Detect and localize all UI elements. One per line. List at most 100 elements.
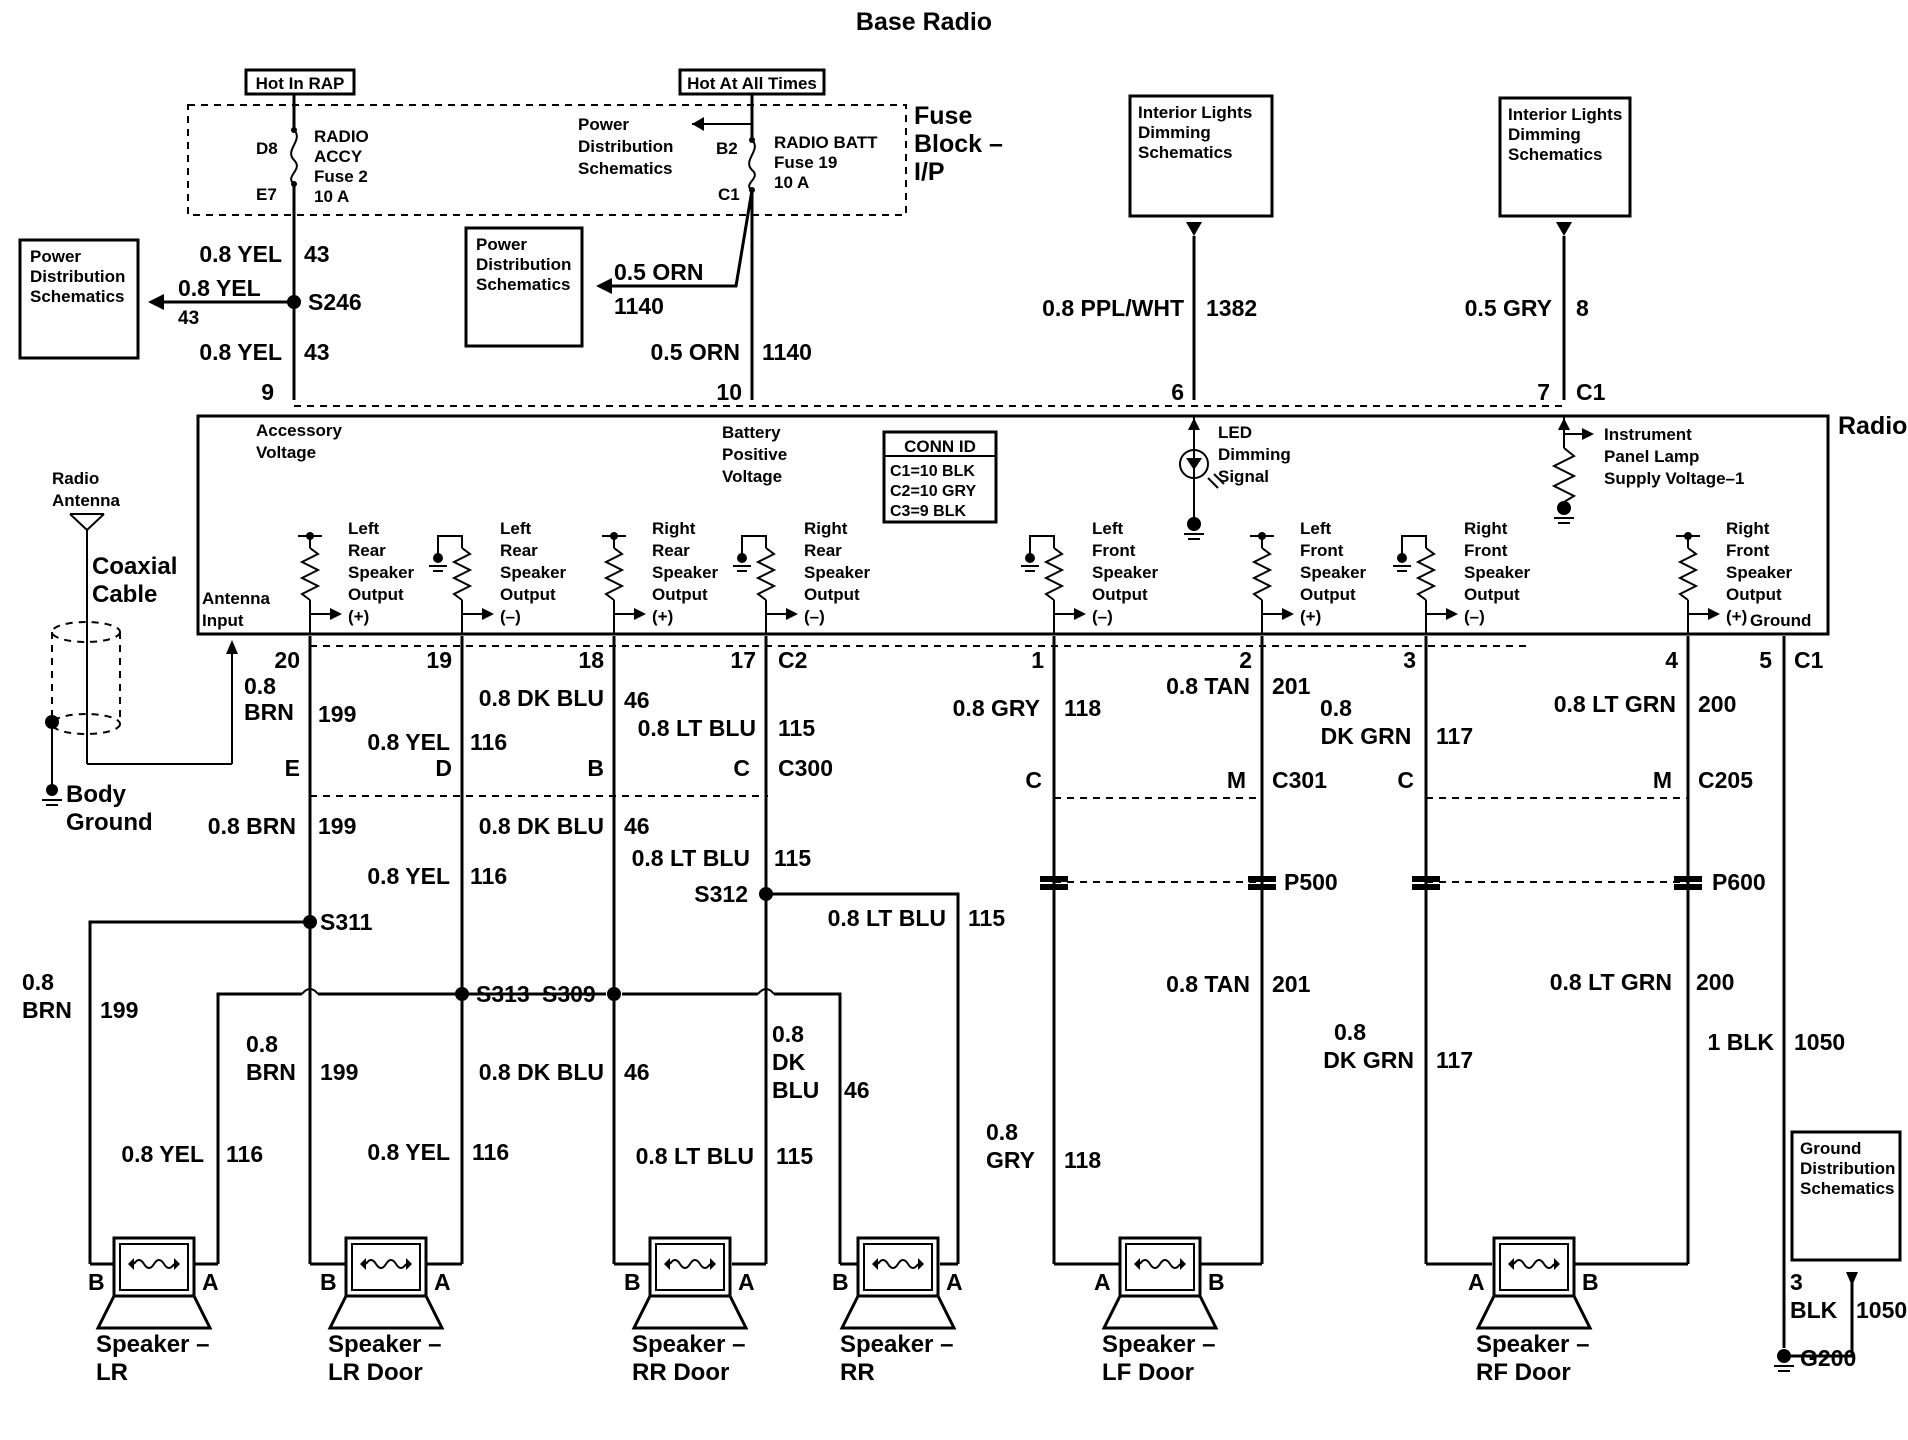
led-2: Dimming [1218,445,1291,464]
speaker-output-label: Rear [500,541,538,560]
wire-orn-b: 0.5 ORN [651,339,740,365]
speaker-output-label: Speaker [1726,563,1793,582]
ild1-2: Dimming [1138,123,1211,142]
output-arrow [482,608,494,620]
pds-left-3: Schematics [30,287,125,306]
wire-dkblu-b-num: 46 [624,813,650,839]
speaker-name-2: LR Door [328,1359,423,1386]
speaker-name-2: RF Door [1476,1359,1571,1386]
output-ground-lead [1029,535,1055,556]
wire-ppl: 0.8 PPL/WHT [1042,295,1184,321]
splice-s309: S309 [542,981,596,1007]
wire-blk-a-num: 1050 [1794,1029,1845,1055]
speaker-magnet [1118,1236,1202,1298]
radio-label: Radio [1838,412,1907,440]
speaker-name-1: Speaker – [840,1331,953,1358]
speaker-output-label: Speaker [1464,563,1531,582]
wire-ltblu-a: 0.8 LT BLU [638,715,756,741]
wire-orn-b-num: 1140 [762,339,812,365]
speaker-output-label: Speaker [348,563,415,582]
speaker-coil-frame [863,1243,933,1291]
wire-dkgrn-b-2: DK GRN [1323,1047,1414,1073]
term-m-r: M [1653,767,1672,793]
wire-dkblu-d-3: BLU [772,1077,819,1103]
ild2-2: Dimming [1508,125,1581,144]
radio-ground-label: Ground [1750,611,1811,630]
coax-2: Cable [92,581,157,608]
conn-id-c2: C2=10 GRY [890,483,976,500]
radio-unit: Radio Accessory Voltage Battery Positive… [196,412,1907,636]
speaker-coil [365,1259,407,1269]
wire-yel-c-num: 43 [304,339,330,365]
speaker-output-label: Right [1464,519,1508,538]
speaker-output-label: Front [1726,541,1770,560]
fuse-block-label-2: Block – [914,130,1003,158]
speaker-output-label: Left [500,519,532,538]
wire-dkblu-b: 0.8 DK BLU [479,813,604,839]
speaker-name-2: RR [840,1359,875,1386]
speaker-coil-arrows [1508,1258,1560,1270]
hot-at-all-times-label: Hot At All Times [687,74,817,93]
gds-3: Schematics [1800,1179,1895,1198]
term-c-r: C [1397,767,1414,793]
wire-gry-b-2: GRY [986,1147,1035,1173]
wire-yel-d-num: 116 [472,1139,509,1165]
pin-1: 1 [1031,647,1044,673]
speaker-coil-arrows [872,1258,924,1270]
output-resistor [603,547,625,601]
speaker-name-2: LR [96,1359,128,1386]
led-3: Signal [1218,467,1269,486]
wire-brn-c-num: 199 [100,997,138,1023]
speaker-name-2: RR Door [632,1359,729,1386]
wire-yel-b: 0.8 YEL [178,275,261,301]
speaker-cone [1475,1294,1593,1330]
speaker-coil-frame [351,1243,421,1291]
top-wiring: Power Distribution Schematics 0.8 YEL 43… [18,94,1632,407]
speaker-magnet [648,1236,732,1298]
wire-brn-d-num: 199 [320,1059,358,1085]
speaker-output-label: Output [348,585,404,604]
wire-yel-c: 0.8 YEL [121,1141,204,1167]
connector-c2: C2 [778,647,807,673]
term-e: E [285,755,300,781]
body-ground-2: Ground [66,809,153,836]
pds-inner-2: Distribution [578,137,673,156]
speaker-output-label: Rear [804,541,842,560]
wire-yel-a-num: 116 [470,729,507,755]
speaker-name-1: Speaker – [1102,1331,1215,1358]
wire-dkgrn-a-num: 117 [1436,723,1473,749]
battery-voltage-2: Positive [722,445,787,464]
output-arrow [1446,608,1458,620]
radio-antenna-1: Radio [52,469,99,488]
output-ground-lead [741,535,767,556]
wire-dkblu-d-1: 0.8 [772,1021,804,1047]
speaker-output-label: Output [1300,585,1356,604]
term-m-l: M [1227,767,1246,793]
term-d: D [435,755,452,781]
speaker-magnet [344,1236,428,1298]
speaker-coil [669,1259,711,1269]
speaker-name-1: Speaker – [632,1331,745,1358]
output-arrow [786,608,798,620]
speaker-outputs: LeftRearSpeakerOutput(+)LeftRearSpeakerO… [298,519,1793,634]
output-arrow [634,608,646,620]
speaker-terminal-left: A [1094,1269,1111,1295]
lower-wiring: Ground Distribution Schematics 20 19 18 … [22,636,1907,1372]
wire-orn-a-num: 1140 [614,293,664,319]
wire-blk-a: 1 BLK [1708,1029,1775,1055]
radio-accy-1: RADIO [314,127,369,146]
radio-antenna-2: Antenna [52,491,121,510]
wire-dkblu-c: 0.8 DK BLU [479,1059,604,1085]
coax-1: Coaxial [92,553,177,580]
speaker-cone [1101,1294,1219,1330]
wire-gry-b-num: 118 [1064,1147,1101,1173]
wire-brn-b-num: 199 [318,813,356,839]
speaker-output-label: Speaker [652,563,719,582]
wire-yel-b: 0.8 YEL [367,863,450,889]
radio-batt-1: RADIO BATT [774,133,878,152]
wire-gry: 0.5 GRY [1465,295,1552,321]
speaker-coil [1139,1259,1181,1269]
output-resistor [451,547,473,601]
pds-left-2: Distribution [30,267,125,286]
